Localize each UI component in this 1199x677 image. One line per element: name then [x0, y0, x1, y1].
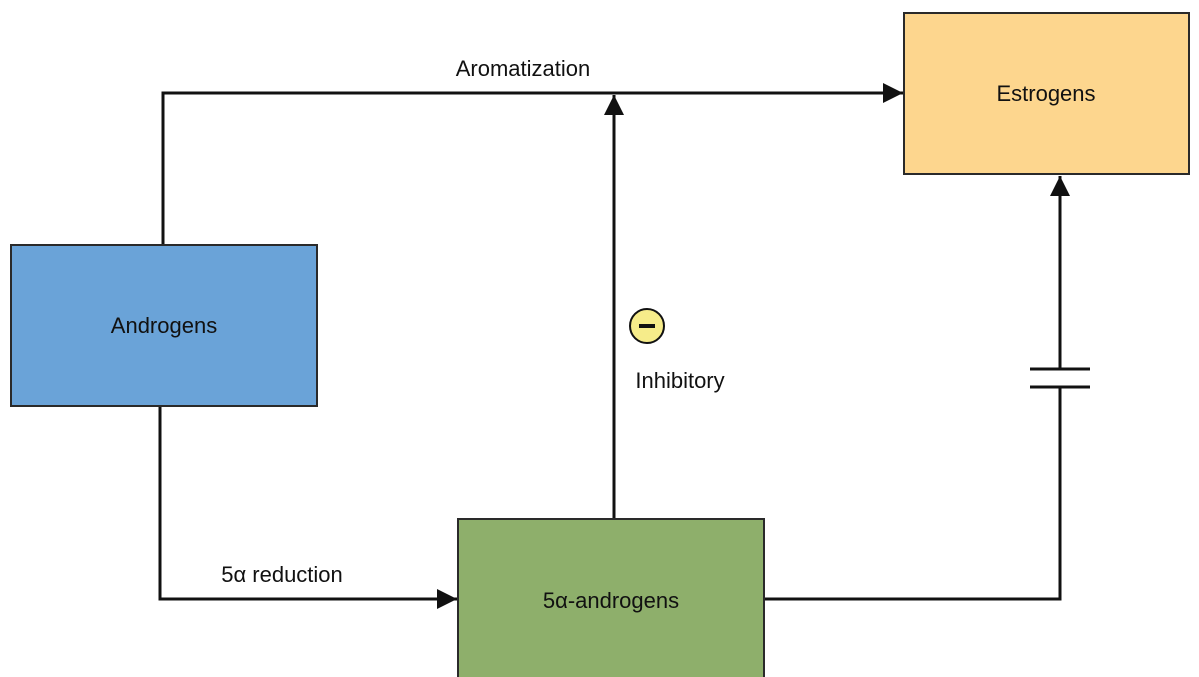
aromatization-label: Aromatization: [456, 56, 591, 81]
aromatization-arrow: [161, 83, 903, 245]
estrogens-label: Estrogens: [996, 81, 1095, 106]
blocked-path-arrow: [764, 176, 1070, 601]
estrogens-box-shape: [903, 12, 1190, 175]
five-alpha-reduction-arrow: [158, 406, 457, 609]
blocked-path-gap: [1030, 369, 1090, 387]
androgens-label: Androgens: [111, 313, 217, 338]
androgens-box: Androgens: [10, 244, 318, 407]
androgens-box-shape: [10, 244, 318, 407]
five-alpha-androgens-label: 5α-androgens: [543, 588, 679, 613]
inhibitory-label: Inhibitory: [635, 368, 724, 393]
blocked-path-icon: [1030, 367, 1090, 389]
five-alpha-reduction-label: 5α reduction: [221, 562, 343, 587]
minus-circle-icon: [629, 308, 665, 344]
minus-circle-icon-bar: [639, 324, 655, 328]
five-alpha-androgens-box: 5α-androgens: [457, 518, 765, 677]
estrogens-box: Estrogens: [903, 12, 1190, 175]
five-alpha-androgens-box-shape: [457, 518, 765, 677]
